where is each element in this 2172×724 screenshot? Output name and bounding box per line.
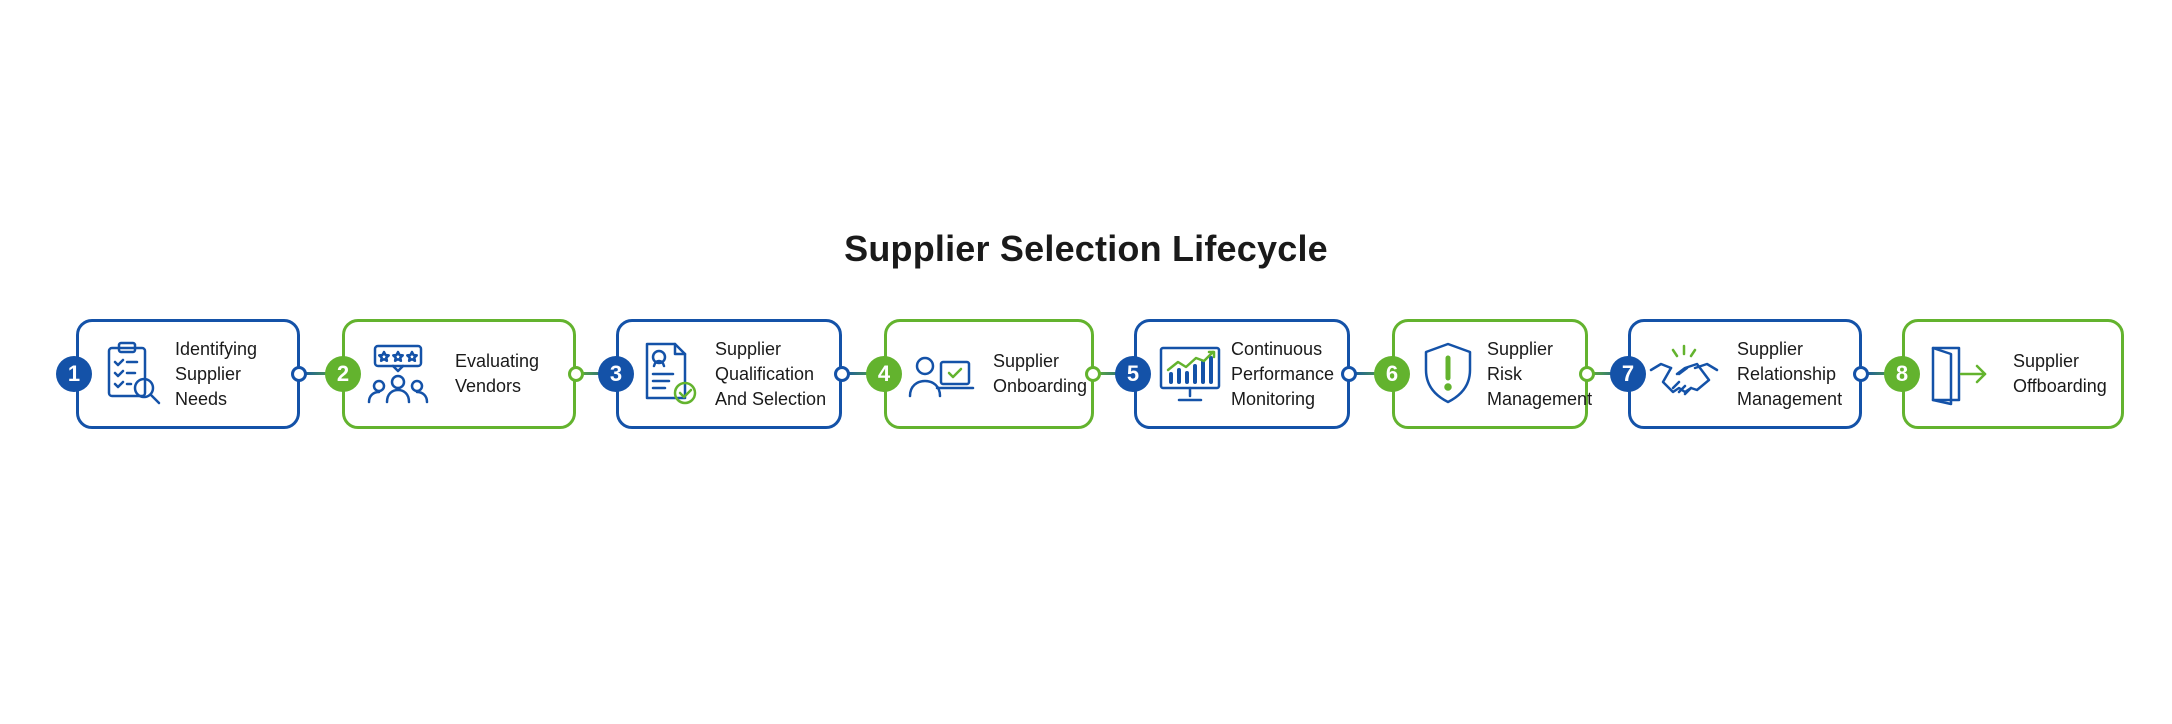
person-laptop-check-icon [905,340,975,408]
exit-door-icon [1923,340,1993,408]
connector-5-6 [1350,372,1392,375]
step-number-1: 1 [56,356,92,392]
step-label-7: Supplier Relationship Management [1737,338,1843,409]
port-5-out [1341,366,1357,382]
port-1-out [291,366,307,382]
group-rating-stars-icon [363,340,433,408]
step-card-6: Supplier Risk Management [1392,319,1593,429]
connector-7-8 [1862,372,1902,375]
step-number-4: 4 [866,356,902,392]
step-number-3: 3 [598,356,634,392]
step-label-2: Evaluating Vendors [455,351,540,396]
step-label-4: Supplier Onboarding [993,351,1088,396]
port-7-out [1853,366,1869,382]
step-label-1: Identifying Supplier Needs [175,338,258,409]
step-number-5: 5 [1115,356,1151,392]
connector-3-4 [842,372,884,375]
diagram-title: Supplier Selection Lifecycle [844,228,1328,269]
shield-exclamation-icon [1413,340,1483,408]
monitor-chart-icon [1155,340,1225,408]
connector-4-5 [1094,372,1134,375]
step-card-8: Supplier Offboarding [1902,319,2124,429]
step-label-5: Continuous Performance Monitoring [1231,338,1335,409]
handshake-icon [1649,340,1719,408]
step-card-1: Identifying Supplier Needs [76,319,300,429]
step-card-7: Supplier Relationship Management [1628,319,1862,429]
step-card-5: Continuous Performance Monitoring [1134,319,1350,429]
step-number-2: 2 [325,356,361,392]
step-card-4: Supplier Onboarding [884,319,1094,429]
step-number-8: 8 [1884,356,1920,392]
step-card-3: Supplier Qualification And Selection [616,319,842,429]
port-3-out [834,366,850,382]
port-6-out [1579,366,1595,382]
step-card-2: Evaluating Vendors [342,319,576,429]
step-label-3: Supplier Qualification And Selection [715,338,827,409]
step-label-8: Supplier Offboarding [2013,351,2107,396]
connector-6-7 [1588,372,1628,375]
clipboard-magnifier-icon [97,340,167,408]
step-number-7: 7 [1610,356,1646,392]
step-number-6: 6 [1374,356,1410,392]
step-label-6: Supplier Risk Management [1487,338,1593,409]
document-checkmark-icon [637,340,707,408]
connector-2-3 [576,372,616,375]
port-4-out [1085,366,1101,382]
connector-1-2 [300,372,342,375]
port-2-out [568,366,584,382]
